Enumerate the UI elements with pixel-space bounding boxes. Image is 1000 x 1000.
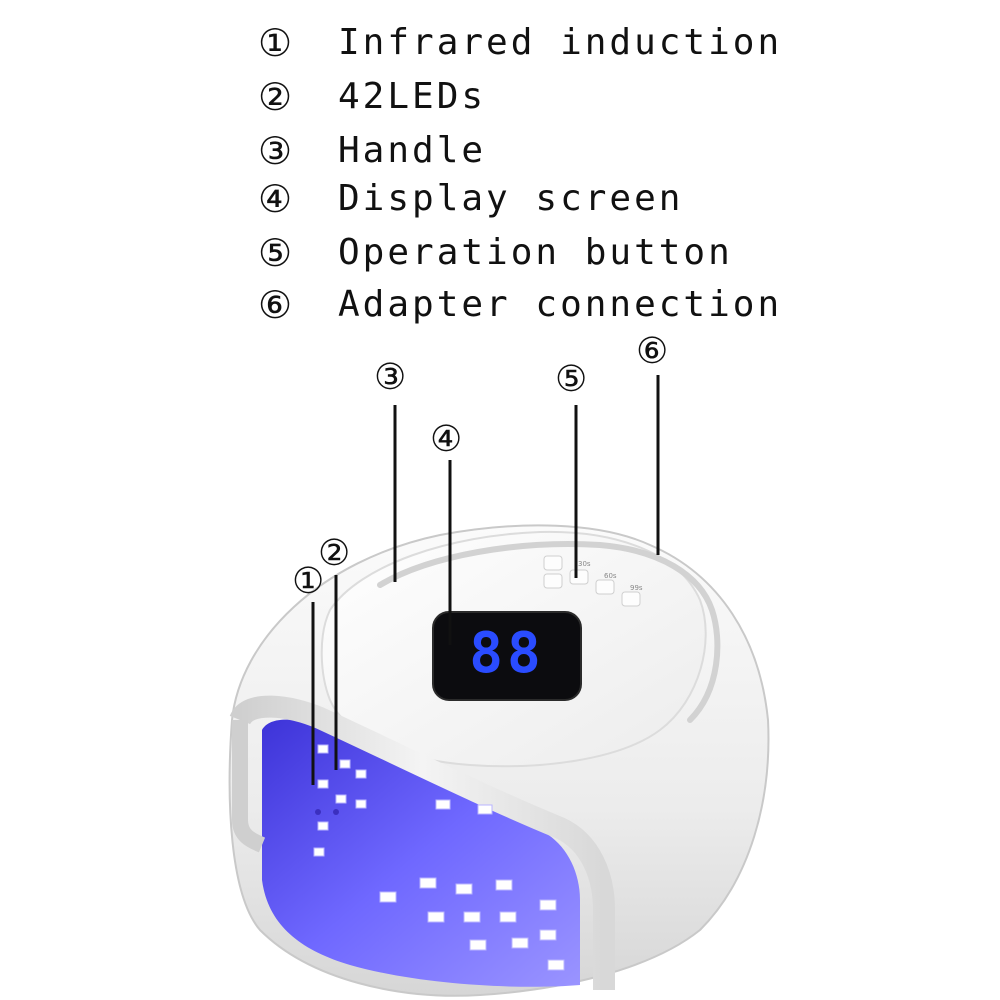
infrared-sensors [315, 809, 339, 815]
callout-6: ⑥ [636, 331, 669, 372]
legend-item: ① Infrared induction [258, 18, 779, 68]
legend-number: ③ [258, 129, 293, 173]
handle [377, 541, 721, 723]
legend-text: Operation button [338, 232, 733, 273]
legend-text: Adapter connection [338, 284, 783, 325]
legend-number: ⑤ [258, 231, 293, 275]
svg-text:99s: 99s [630, 584, 643, 592]
legend-number: ④ [258, 177, 293, 221]
legend-item: ⑤ Operation button [258, 228, 778, 278]
callout-2: ② [318, 533, 351, 574]
legend-number: ① [258, 21, 293, 65]
operation-buttons: 30s 60s 99s [543, 555, 643, 607]
legend-item: ③ Handle [258, 126, 778, 176]
legend-item: ② 42LEDs [258, 72, 778, 122]
callout-4: ④ [430, 419, 463, 460]
display-digits: 88 [469, 621, 544, 686]
legend-text: Display screen [338, 178, 684, 219]
legend-item: ④ Display screen [258, 174, 778, 224]
leader-lines [311, 375, 660, 785]
svg-text:60s: 60s [604, 572, 617, 580]
legend-text: Infrared induction [338, 22, 783, 63]
callout-5: ⑤ [555, 359, 588, 400]
legend-text: Handle [338, 130, 487, 171]
legend-number: ⑥ [258, 283, 293, 327]
led-array [313, 744, 565, 971]
svg-text:30s: 30s [578, 560, 591, 568]
callout-3: ③ [374, 357, 407, 398]
display-screen [432, 611, 582, 701]
callout-1: ① [292, 561, 325, 602]
cavity-rim [229, 695, 615, 990]
legend-number: ② [258, 75, 293, 119]
legend-item: ⑥ Adapter connection [258, 280, 779, 330]
legend-text: 42LEDs [338, 76, 487, 117]
